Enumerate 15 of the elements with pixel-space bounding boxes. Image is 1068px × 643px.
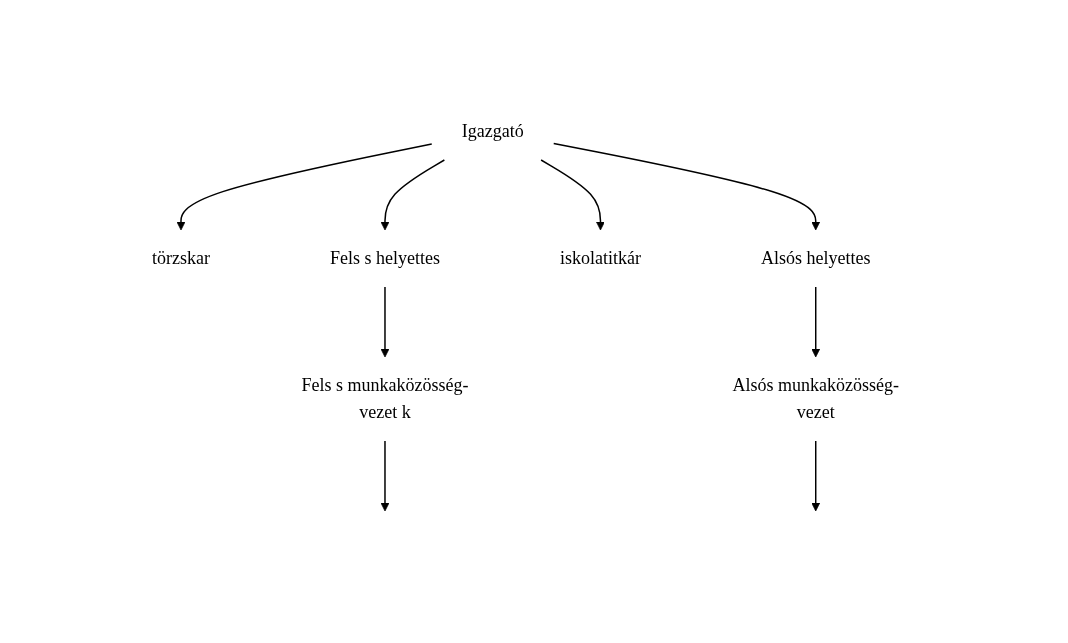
node-label: Alsós munkaközösség-vezet (732, 374, 900, 422)
node-label: iskolatitkár (560, 247, 642, 268)
arrow (380, 285, 390, 357)
arrow (811, 439, 821, 511)
arrow (380, 439, 390, 511)
node-label: Fels s helyettes (330, 247, 441, 268)
node-label: Fels s munkaközösség-vezet k (301, 374, 469, 422)
node-label: törzskar (152, 247, 211, 268)
arrow (811, 285, 821, 357)
arrow (540, 158, 605, 230)
arrow (176, 142, 433, 230)
node-label: Igazgató (461, 120, 524, 141)
arrow (553, 142, 821, 230)
arrow (380, 158, 446, 230)
node-label: Alsós helyettes (761, 247, 871, 268)
